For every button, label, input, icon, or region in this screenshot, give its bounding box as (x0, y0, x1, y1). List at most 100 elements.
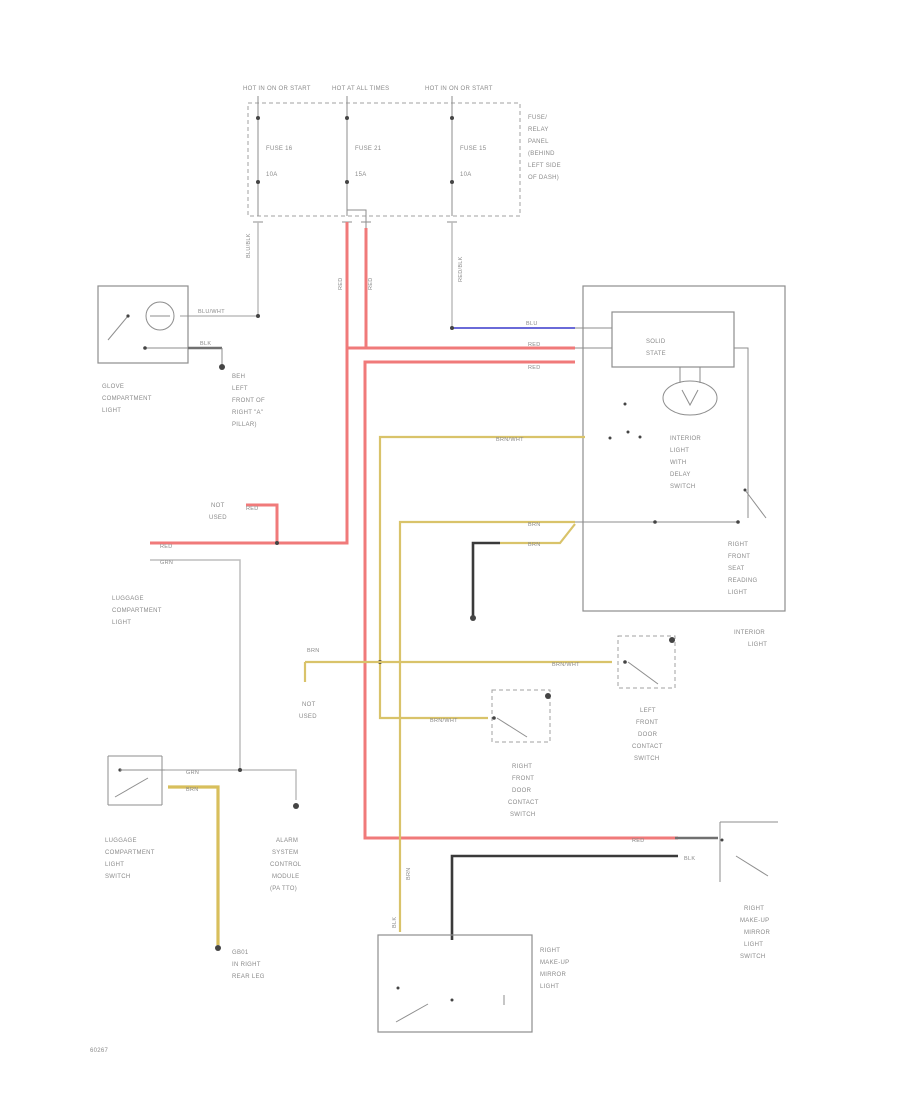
svg-text:GB01: GB01 (232, 950, 249, 956)
right-front-door-contact-switch (491, 689, 551, 743)
right-make-up-mirror-light-switch (719, 821, 778, 882)
fuse-21-supply-label: HOT AT ALL TIMES (332, 86, 390, 92)
svg-text:LIGHT: LIGHT (112, 620, 131, 626)
luggage-switch-label: LUGGAGE COMPARTMENT LIGHT SWITCH (105, 838, 154, 880)
svg-text:COMPARTMENT: COMPARTMENT (112, 608, 162, 614)
svg-text:PILLAR): PILLAR) (232, 422, 257, 428)
svg-text:RED: RED (528, 342, 541, 348)
solid-state-module (611, 311, 735, 368)
svg-text:READING: READING (728, 578, 757, 584)
fuse-16-supply: HOT IN ON OR START (243, 86, 311, 92)
svg-text:SYSTEM: SYSTEM (272, 850, 298, 856)
svg-text:MIRROR: MIRROR (744, 930, 770, 936)
svg-text:SWITCH: SWITCH (670, 484, 695, 490)
glove-compartment-light-label: GLOVE COMPARTMENT LIGHT (102, 384, 151, 414)
svg-text:USED: USED (299, 714, 317, 720)
wire-brn-ground (500, 523, 576, 545)
svg-text:RELAY: RELAY (528, 127, 549, 133)
svg-text:IN RIGHT: IN RIGHT (232, 962, 261, 968)
svg-text:RIGHT: RIGHT (744, 906, 764, 912)
svg-text:BLK: BLK (392, 917, 398, 928)
svg-text:PANEL: PANEL (528, 139, 549, 145)
svg-text:SWITCH: SWITCH (634, 756, 659, 762)
solid-state-label: SOLID STATE (646, 339, 666, 357)
svg-text:LIGHT: LIGHT (670, 448, 689, 454)
svg-text:MAKE-UP: MAKE-UP (540, 960, 569, 966)
wire-brn-reading (398, 520, 575, 932)
svg-text:BLU/BLK: BLU/BLK (246, 233, 252, 258)
svg-text:LEFT: LEFT (232, 386, 248, 392)
wire-grn-luggage (150, 559, 241, 770)
interior-light-delay-switch-label: INTERIOR LIGHT WITH DELAY SWITCH (670, 436, 701, 490)
interior-light-housing (582, 285, 786, 612)
svg-text:BLU/WHT: BLU/WHT (198, 309, 225, 315)
fuse-21-name: FUSE 21 (355, 146, 382, 152)
svg-text:RED: RED (160, 544, 173, 550)
ground-behind-pillar-label: BEH LEFT FRONT OF RIGHT "A" PILLAR) (232, 374, 265, 428)
svg-text:INTERIOR: INTERIOR (734, 630, 765, 636)
svg-text:RIGHT: RIGHT (512, 764, 532, 770)
svg-text:DOOR: DOOR (512, 788, 532, 794)
fuse-16-name: FUSE 16 (266, 146, 293, 152)
ground-rear-leg-label: GB01 IN RIGHT REAR LEG (232, 950, 264, 980)
svg-text:FRONT: FRONT (728, 554, 750, 560)
svg-text:LEFT SIDE: LEFT SIDE (528, 163, 561, 169)
svg-text:RED: RED (368, 277, 374, 290)
svg-text:DELAY: DELAY (670, 472, 691, 478)
svg-text:LIGHT: LIGHT (105, 862, 124, 868)
svg-text:BLK: BLK (684, 856, 695, 862)
svg-text:RED/BLK: RED/BLK (458, 256, 464, 282)
left-front-door-contact-switch (617, 635, 676, 689)
svg-text:GRN: GRN (160, 560, 173, 566)
fuse-panel-label: FUSE/ RELAY PANEL (BEHIND LEFT SIDE OF D… (528, 115, 561, 181)
svg-text:BLU: BLU (526, 321, 538, 327)
svg-text:BRN/WHT: BRN/WHT (496, 437, 524, 443)
svg-text:BLK: BLK (200, 341, 211, 347)
fuse-panel-outline (247, 102, 521, 217)
svg-text:SEAT: SEAT (728, 566, 744, 572)
svg-text:(BEHIND: (BEHIND (528, 151, 555, 157)
interior-light-label: INTERIOR LIGHT (734, 630, 767, 648)
svg-text:LIGHT: LIGHT (102, 408, 121, 414)
right-door-switch-label: RIGHT FRONT DOOR CONTACT SWITCH (508, 764, 538, 818)
svg-text:NOT: NOT (302, 702, 316, 708)
interior-lamp (662, 380, 718, 416)
svg-text:CONTROL: CONTROL (270, 862, 302, 868)
fuse-21-supply: HOT AT ALL TIMES (332, 86, 390, 92)
svg-text:BRN: BRN (528, 542, 541, 548)
right-make-up-mirror-light (377, 934, 533, 1033)
svg-text:MODULE: MODULE (272, 874, 299, 880)
svg-text:LUGGAGE: LUGGAGE (112, 596, 144, 602)
fuse-21: FUSE 21 15A (345, 116, 382, 184)
fuse-15-rating: 10A (460, 172, 472, 178)
fuse-15-name: FUSE 15 (460, 146, 487, 152)
svg-text:SWITCH: SWITCH (510, 812, 535, 818)
fuse-16-supply-label: HOT IN ON OR START (243, 86, 311, 92)
svg-text:MAKE-UP: MAKE-UP (740, 918, 769, 924)
glove-compartment-light (97, 285, 189, 364)
wire-red-to-solid-state (364, 228, 575, 350)
svg-text:LIGHT: LIGHT (744, 942, 763, 948)
svg-text:SWITCH: SWITCH (105, 874, 130, 880)
svg-text:OF DASH): OF DASH) (528, 175, 559, 181)
left-door-switch-label: LEFT FRONT DOOR CONTACT SWITCH (632, 708, 662, 762)
svg-text:RIGHT: RIGHT (540, 948, 560, 954)
fuse-21-rating: 15A (355, 172, 367, 178)
svg-text:INTERIOR: INTERIOR (670, 436, 701, 442)
alarm-module-label: ALARM SYSTEM CONTROL MODULE (PA TTO) (270, 838, 302, 892)
svg-text:RIGHT: RIGHT (728, 542, 748, 548)
figure-id: 60267 (90, 1048, 109, 1054)
svg-text:USED: USED (209, 515, 227, 521)
mirror-light-label: RIGHT MAKE-UP MIRROR LIGHT (540, 948, 569, 990)
panel-connectors (253, 209, 457, 228)
svg-text:BEH: BEH (232, 374, 245, 380)
svg-text:RED: RED (632, 838, 645, 844)
reading-light-label: RIGHT FRONT SEAT READING LIGHT (728, 542, 757, 596)
svg-text:FRONT: FRONT (512, 776, 534, 782)
svg-text:RED: RED (528, 365, 541, 371)
fuse-15-supply: HOT IN ON OR START (425, 86, 492, 92)
fuse-16-rating: 10A (266, 172, 278, 178)
svg-text:BRN/WHT: BRN/WHT (552, 662, 580, 668)
svg-text:(PA TTO): (PA TTO) (270, 886, 297, 892)
